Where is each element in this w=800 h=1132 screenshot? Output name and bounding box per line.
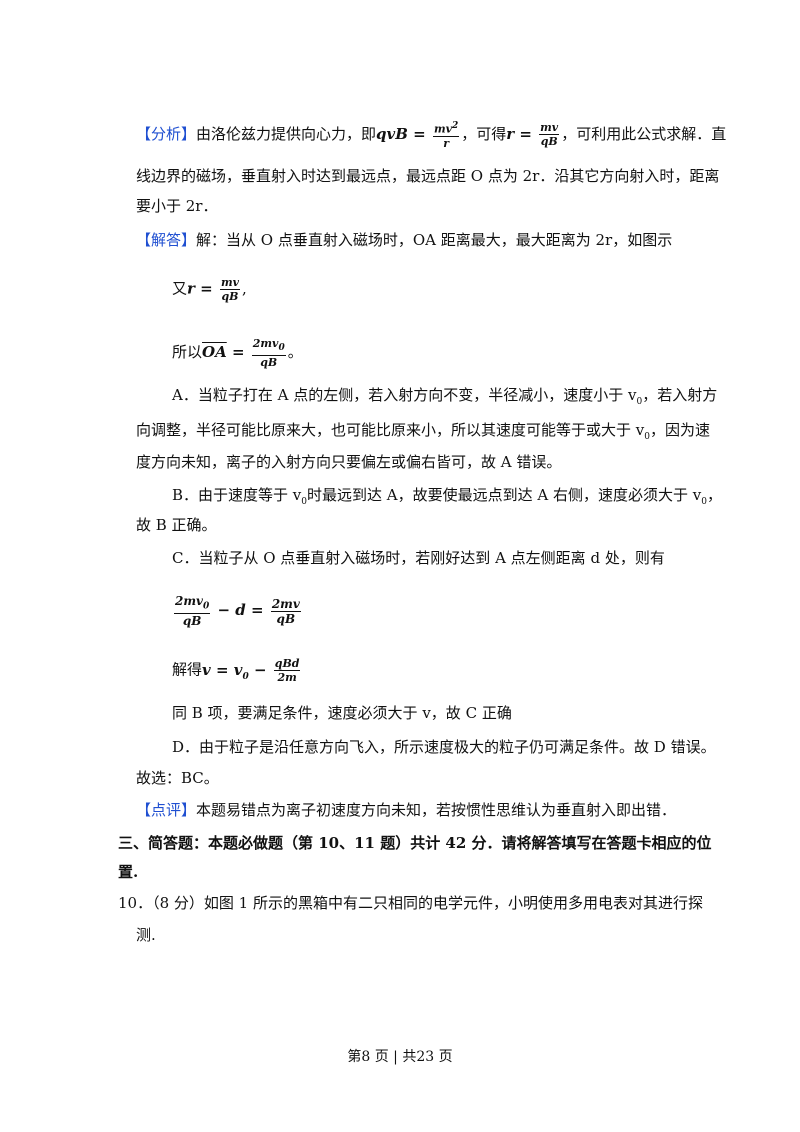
option-c-line-1: C．当粒子从 O 点垂直射入磁场时，若刚好达到 A 点左侧距离 d 处，则有 bbox=[172, 549, 665, 567]
analysis-text-1a: 由洛伦兹力提供向心力，即 bbox=[196, 124, 377, 143]
solution-intro: 【解答】解：当从 O 点垂直射入磁场时，OA 距离最大，最大距离为 2r，如图示 bbox=[136, 230, 672, 250]
analysis-line-3: 要小于 2r． bbox=[136, 197, 218, 215]
section-3-heading-line-1: 三、简答题：本题必做题（第 10、11 题）共计 42 分．请将解答填写在答题卡… bbox=[118, 834, 712, 852]
analysis-text-1c: ，可利用此公式求解．直 bbox=[561, 124, 727, 143]
analysis-line-2: 线边界的磁场，垂直射入时达到最远点，最远点距 O 点为 2r．沿其它方向射入时，… bbox=[136, 167, 720, 185]
option-a-line-3: 度方向未知，离子的入射方向只要偏左或偏右皆可，故 A 错误。 bbox=[136, 453, 562, 471]
section-3-heading-line-2: 置. bbox=[118, 863, 139, 881]
solution-intro-text: 解：当从 O 点垂直射入磁场时，OA 距离最大，最大距离为 2r，如图示 bbox=[196, 231, 673, 249]
option-d-line: D．由于粒子是沿任意方向飞入，所示速度极大的粒子仍可满足条件。故 D 错误。 bbox=[172, 738, 716, 756]
option-a-line-2: 向调整，半径可能比原来大，也可能比原来小，所以其速度可能等于或大于 v0，因为速 bbox=[136, 421, 710, 442]
so-label: 所以 bbox=[172, 343, 203, 362]
question-10-line-1: 10．（8 分）如图 1 所示的黑箱中有二只相同的电学元件，小明使用多用电表对其… bbox=[118, 894, 703, 912]
option-a-line-1: A．当粒子打在 A 点的左侧，若入射方向不变，半径减小，速度小于 v0，若入射方 bbox=[172, 386, 718, 407]
analysis-tag: 【分析】 bbox=[136, 124, 197, 143]
comment-line: 【点评】本题易错点为离子初速度方向未知，若按惯性思维认为垂直射入即出错． bbox=[136, 801, 677, 819]
option-b-line-2: 故 B 正确。 bbox=[136, 516, 217, 534]
formula-qvb: qvB = bbox=[376, 124, 431, 143]
formula-r: r = bbox=[506, 124, 538, 143]
same-b-line: 同 B 项，要满足条件，速度必须大于 v，故 C 正确 bbox=[172, 704, 512, 722]
analysis-text-1b: ，可得 bbox=[461, 124, 507, 143]
choice-line: 故选：BC。 bbox=[136, 769, 219, 787]
also-label: 又 bbox=[172, 279, 188, 298]
page-footer: 第8 页 | 共23 页 bbox=[347, 1049, 453, 1065]
solve-label: 解得 bbox=[172, 660, 203, 679]
solution-tag: 【解答】 bbox=[136, 231, 197, 249]
question-10-line-2: 测. bbox=[136, 926, 156, 944]
comment-tag: 【点评】 bbox=[136, 801, 197, 819]
option-b-line-1: B．由于速度等于 v0时最远到达 A，故要使最远点到达 A 右侧，速度必须大于 … bbox=[172, 486, 722, 507]
